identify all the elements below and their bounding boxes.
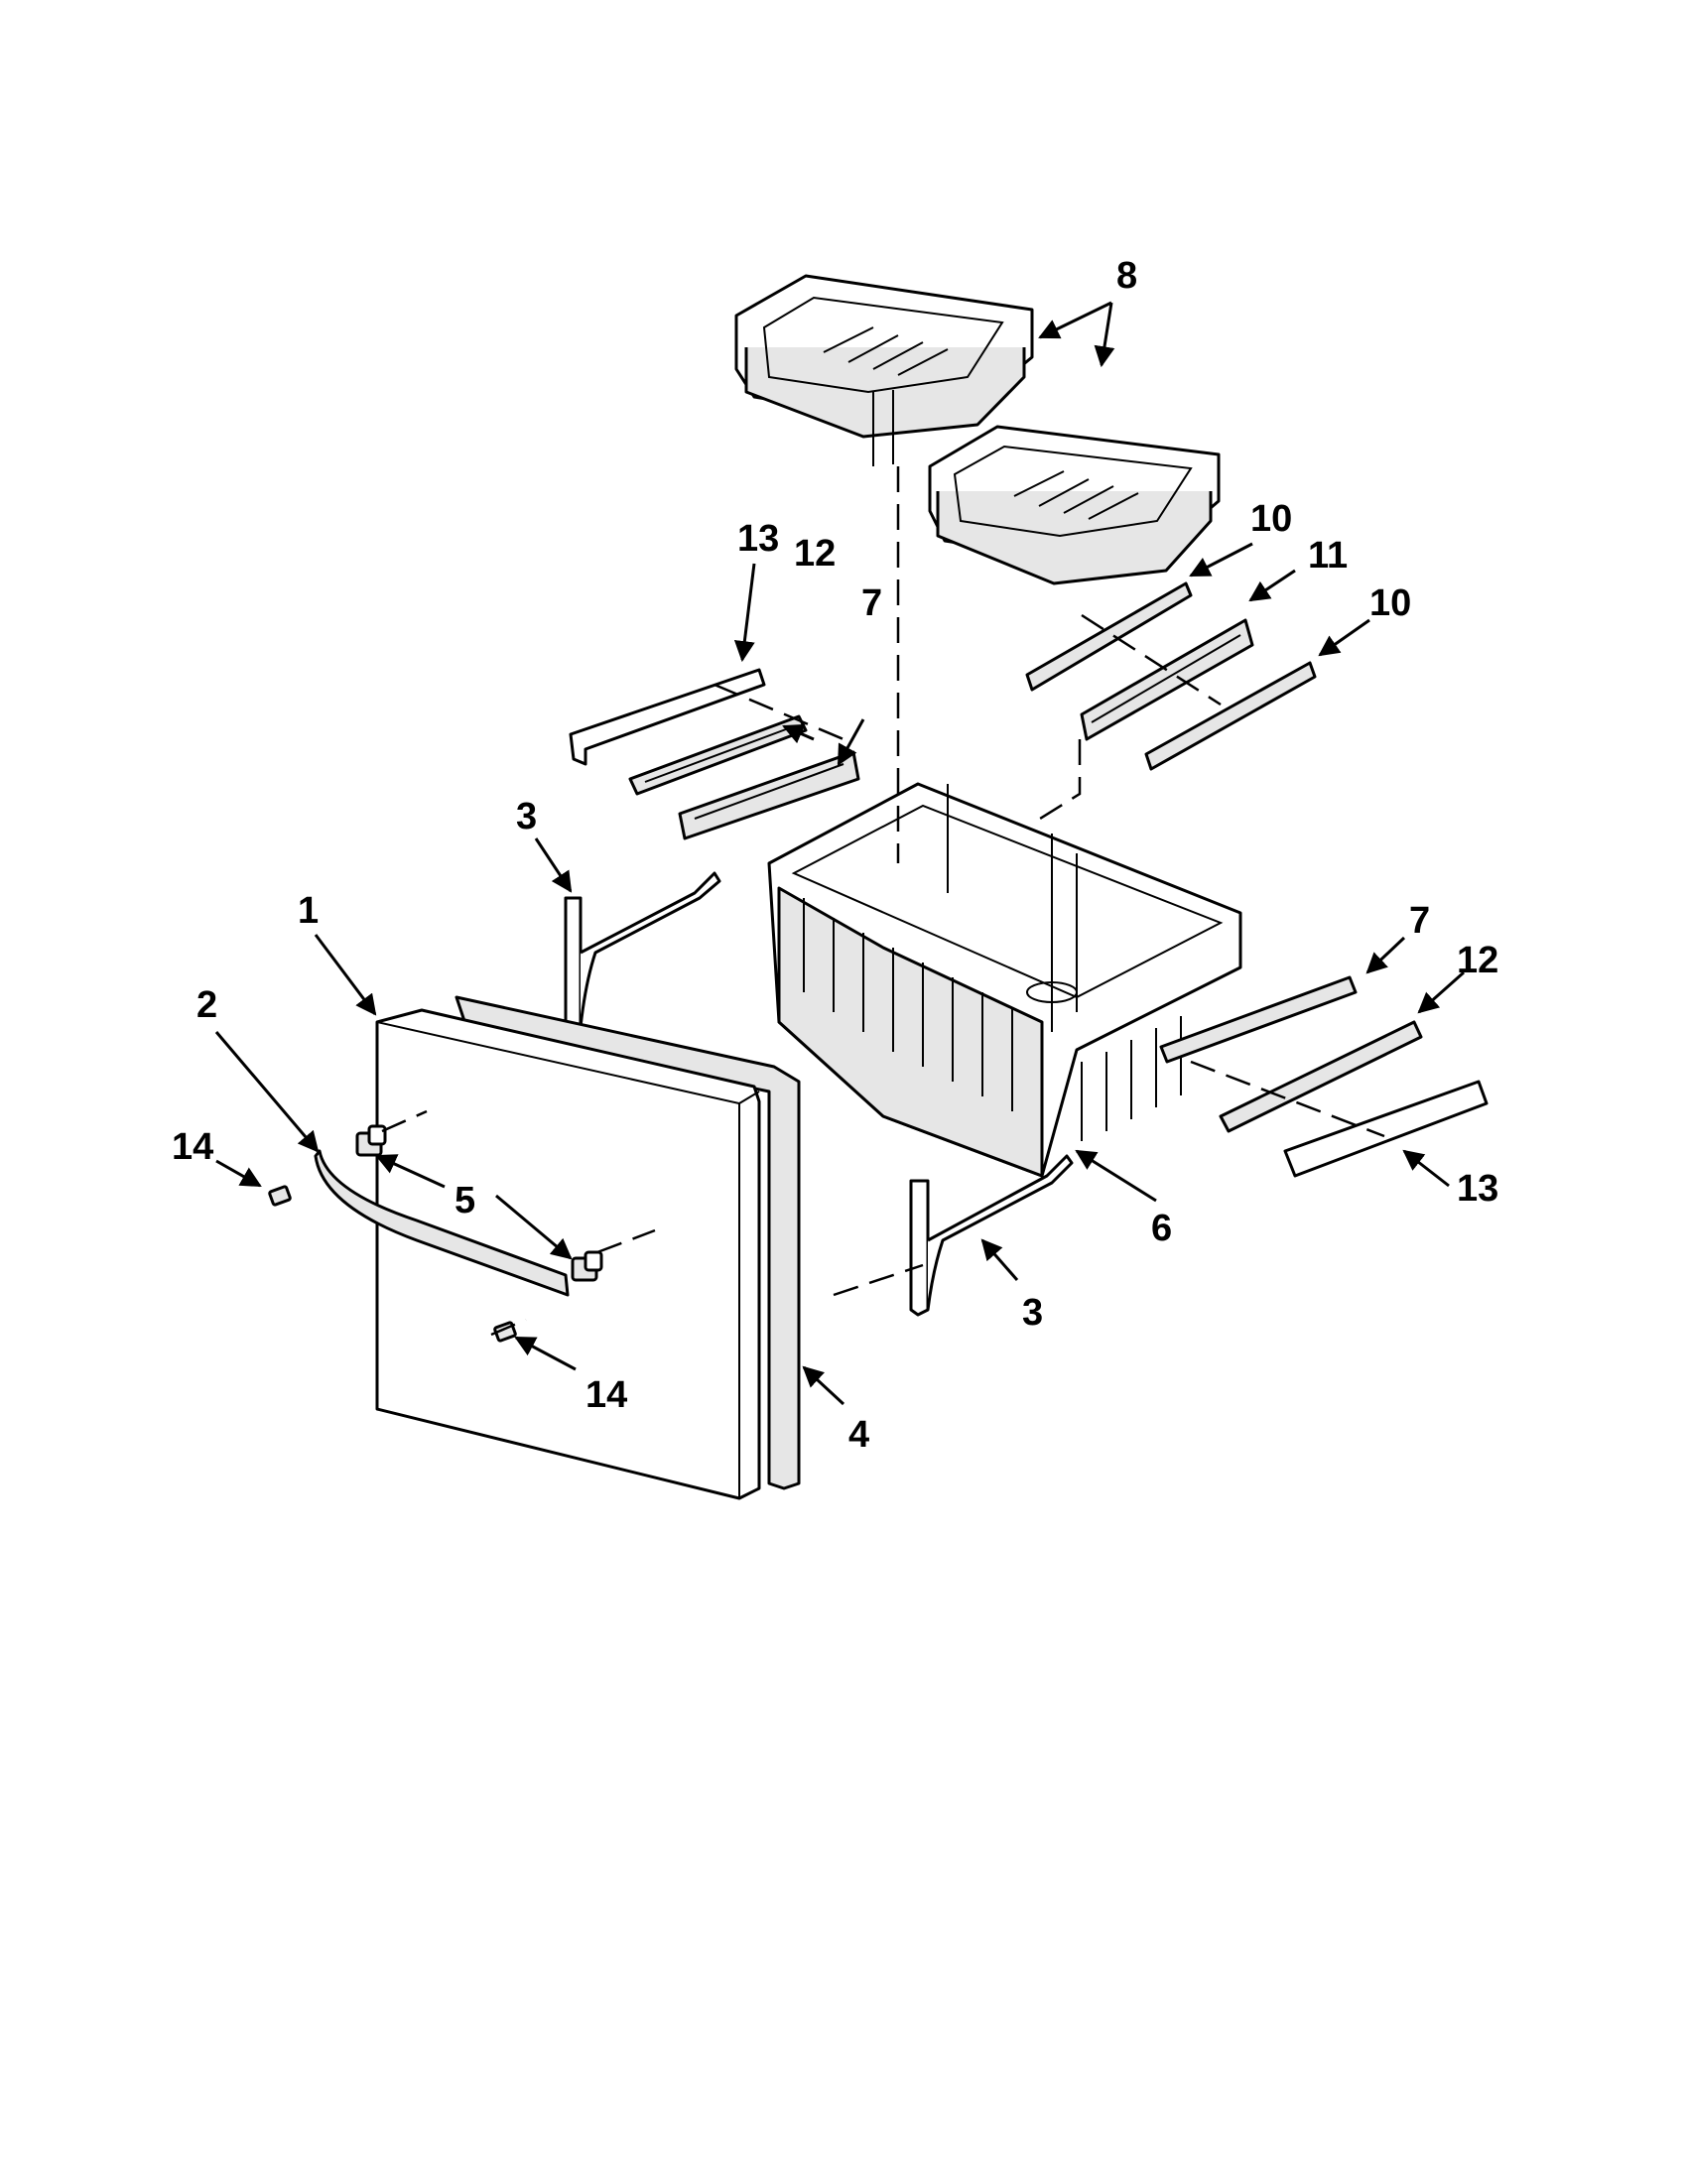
callout-14-left: 14 bbox=[172, 1126, 213, 1168]
slide-rail-outer-left bbox=[678, 750, 860, 840]
callout-4: 4 bbox=[848, 1414, 869, 1456]
handle-stud-lower bbox=[571, 1250, 603, 1282]
support-bracket-left bbox=[564, 871, 721, 1034]
callout-11: 11 bbox=[1308, 535, 1348, 577]
storage-bin-upper bbox=[734, 274, 1034, 466]
support-bracket-right bbox=[909, 1154, 1074, 1317]
callout-12-left: 12 bbox=[794, 533, 836, 575]
callout-14-right: 14 bbox=[585, 1374, 627, 1416]
freezer-basket bbox=[767, 782, 1242, 1178]
callout-12-right: 12 bbox=[1457, 940, 1498, 981]
storage-bin-lower bbox=[928, 425, 1221, 585]
slide-rail-11 bbox=[1080, 618, 1254, 741]
callout-labels: 1 2 3 3 4 5 6 7 7 8 10 10 11 12 12 13 13… bbox=[172, 255, 1498, 1456]
set-screw-left bbox=[268, 1185, 292, 1207]
slide-rail-10-upper bbox=[1025, 581, 1193, 692]
callout-3-right: 3 bbox=[1022, 1292, 1043, 1334]
callout-6: 6 bbox=[1151, 1208, 1172, 1249]
alignment-lines bbox=[381, 466, 1385, 1337]
slide-rail-inner-left bbox=[628, 714, 808, 796]
callout-3-left: 3 bbox=[516, 796, 537, 837]
door-handle bbox=[314, 1149, 570, 1297]
slide-rail-cover-right bbox=[1283, 1080, 1489, 1178]
callout-2: 2 bbox=[196, 984, 217, 1026]
leader-arrows bbox=[214, 301, 1465, 1406]
handle-stud-upper bbox=[355, 1124, 387, 1157]
slide-rail-outer-right bbox=[1159, 975, 1358, 1064]
callout-5: 5 bbox=[454, 1180, 475, 1221]
callout-8: 8 bbox=[1116, 255, 1137, 297]
callout-7-left: 7 bbox=[861, 582, 882, 624]
callout-13-left: 13 bbox=[737, 518, 779, 560]
callout-7-right: 7 bbox=[1409, 900, 1430, 942]
callout-1: 1 bbox=[298, 890, 319, 932]
callout-13-right: 13 bbox=[1457, 1168, 1498, 1210]
slide-rail-10-lower bbox=[1144, 661, 1317, 771]
callout-10-lower: 10 bbox=[1369, 582, 1411, 624]
slide-rail-cover-left bbox=[569, 668, 766, 766]
slide-rail-inner-right bbox=[1219, 1020, 1423, 1133]
callout-10-upper: 10 bbox=[1250, 498, 1292, 540]
